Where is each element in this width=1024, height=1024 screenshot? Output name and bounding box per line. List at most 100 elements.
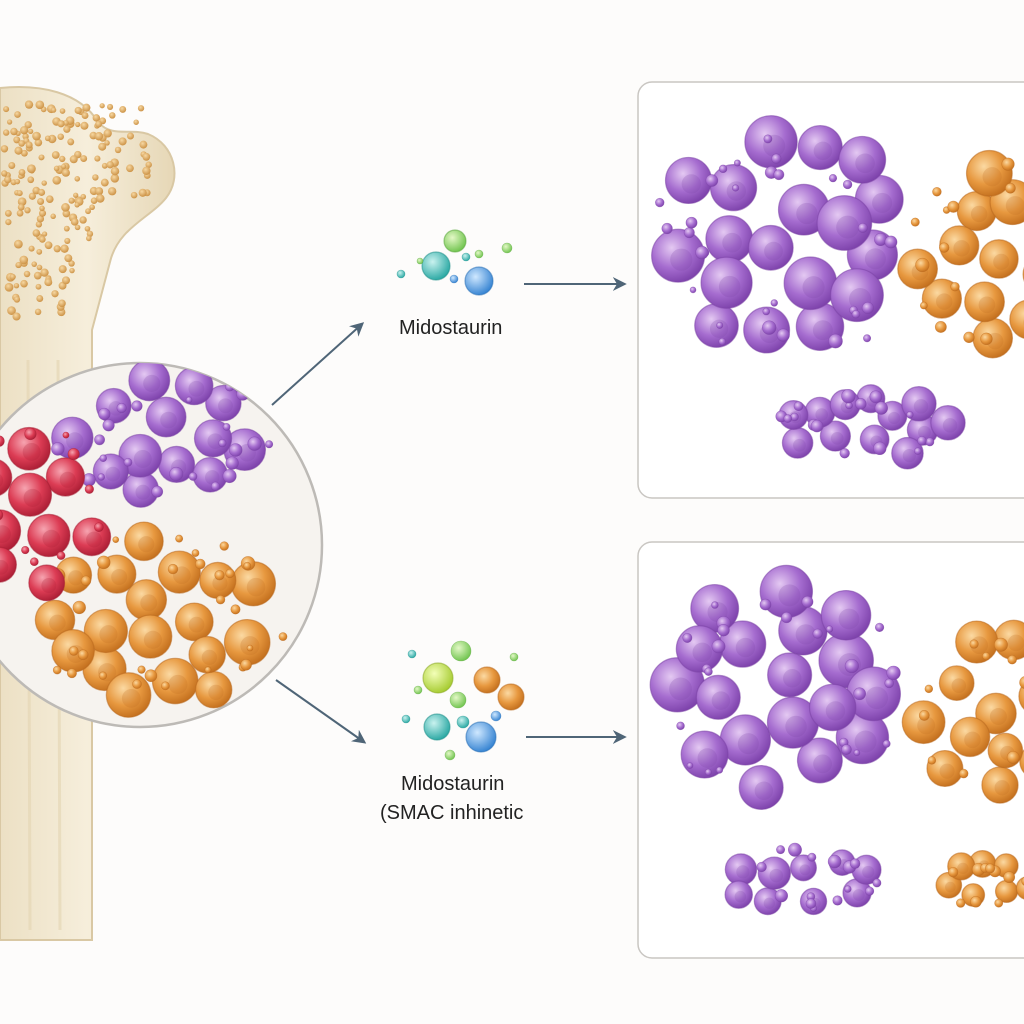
molecule: [464, 266, 494, 296]
purple-cell-small: [218, 439, 227, 448]
marrow-dot: [145, 161, 152, 168]
marrow-dot: [59, 155, 66, 163]
result-panel-1: [637, 81, 1024, 499]
marrow-dot: [13, 282, 20, 289]
marrow-dot: [24, 121, 32, 129]
purple-cell-small: [854, 398, 867, 410]
purple-cell: [122, 471, 160, 508]
orange-cell-small: [204, 666, 212, 674]
orange-cell: [1022, 254, 1024, 295]
orange-cell: [981, 766, 1019, 804]
marrow-dot: [17, 197, 27, 207]
purple-cell-small: [783, 414, 793, 423]
marrow-dot: [44, 135, 51, 142]
purple-cell: [747, 224, 794, 271]
marrow-dot: [94, 155, 101, 162]
orange-cell-small: [77, 649, 89, 661]
orange-cell: [128, 614, 173, 659]
marrow-dot: [90, 197, 98, 204]
orange-cell-small: [1006, 750, 1020, 764]
marrow-dot: [84, 225, 91, 232]
orange-cell-small: [243, 561, 252, 570]
purple-cell-small: [247, 436, 262, 451]
orange-cell-small: [980, 332, 993, 346]
marrow-dot: [24, 100, 34, 109]
marrow-dot: [74, 106, 82, 115]
marrow-dot: [138, 188, 147, 197]
marrow-dot: [33, 271, 42, 280]
marrow-dot: [25, 141, 33, 149]
marrow-dot: [74, 224, 81, 231]
orange-cell-small: [994, 898, 1004, 908]
marrow-dot: [118, 137, 127, 146]
purple-cell: [797, 124, 843, 171]
purple-cell-small: [793, 401, 804, 412]
marrow-dot: [63, 125, 71, 133]
marrow-dot: [75, 121, 81, 128]
purple-cell-small: [98, 407, 111, 421]
marrow-dot: [24, 207, 31, 214]
purple-cell-small: [225, 456, 239, 470]
orange-cell-small: [915, 257, 930, 273]
orange-cell-small: [927, 756, 937, 765]
purple-cell-small: [828, 174, 838, 183]
molecule: [449, 691, 467, 709]
purple-cell-small: [851, 309, 861, 319]
purple-cell: [205, 384, 242, 422]
purple-cell-small: [853, 749, 861, 757]
marrow-dot: [101, 162, 108, 169]
marrow-dot: [18, 140, 25, 147]
treatment-2-sublabel: (SMAC inhinetic: [380, 802, 524, 824]
purple-cell: [753, 887, 782, 916]
marrow-dot: [31, 261, 38, 267]
marrow-dot: [20, 126, 29, 135]
red-cell-small: [56, 551, 66, 560]
purple-cell-small: [857, 222, 868, 233]
marrow-dot: [137, 105, 145, 112]
purple-cell-small: [265, 440, 274, 449]
marrow-dot: [109, 112, 116, 119]
red-cell-small: [94, 522, 104, 533]
orange-cell-small: [246, 644, 254, 652]
molecule: [461, 252, 471, 262]
marrow-dot: [14, 146, 23, 155]
molecule: [450, 640, 472, 662]
marrow-dot: [51, 151, 60, 159]
molecule: [423, 713, 451, 741]
orange-cell-small: [934, 321, 947, 333]
orange-cell: [230, 561, 277, 607]
orange-cell-small: [970, 895, 982, 908]
marrow-dot: [12, 312, 21, 321]
bone-marrow-cells: [0, 100, 152, 321]
molecule: [407, 649, 417, 659]
purple-cell: [192, 456, 229, 493]
marrow-dot: [19, 255, 29, 265]
red-cell-small: [84, 484, 94, 494]
orange-cell-small: [963, 331, 975, 344]
arrow-to-treatment-1: [271, 322, 365, 406]
orange-cell: [223, 618, 271, 666]
marrow-dot: [104, 140, 110, 146]
marrow-dot: [59, 108, 66, 114]
orange-cell-small: [240, 659, 252, 671]
orange-cell: [1018, 677, 1024, 716]
drug-molecule-icon: [396, 229, 513, 296]
orange-cell: [938, 665, 975, 701]
marrow-dot: [34, 308, 42, 316]
marrow-dot: [32, 131, 41, 141]
marrow-dot: [85, 208, 91, 215]
purple-cell-small: [102, 419, 115, 432]
marrow-dot: [69, 155, 78, 164]
marrow-dot: [32, 229, 41, 237]
marrow-dot: [35, 221, 43, 228]
marrow-dot: [142, 166, 151, 175]
marrow-dot: [23, 270, 31, 278]
marrow-dot: [36, 215, 45, 223]
purple-cell-small: [759, 598, 772, 611]
purple-cell-small: [776, 328, 790, 342]
orange-cell: [151, 657, 199, 705]
red-cell-small: [0, 435, 5, 447]
marrow-dot: [42, 231, 48, 237]
marrow-dot: [44, 278, 53, 287]
purple-cell-small: [717, 623, 730, 637]
